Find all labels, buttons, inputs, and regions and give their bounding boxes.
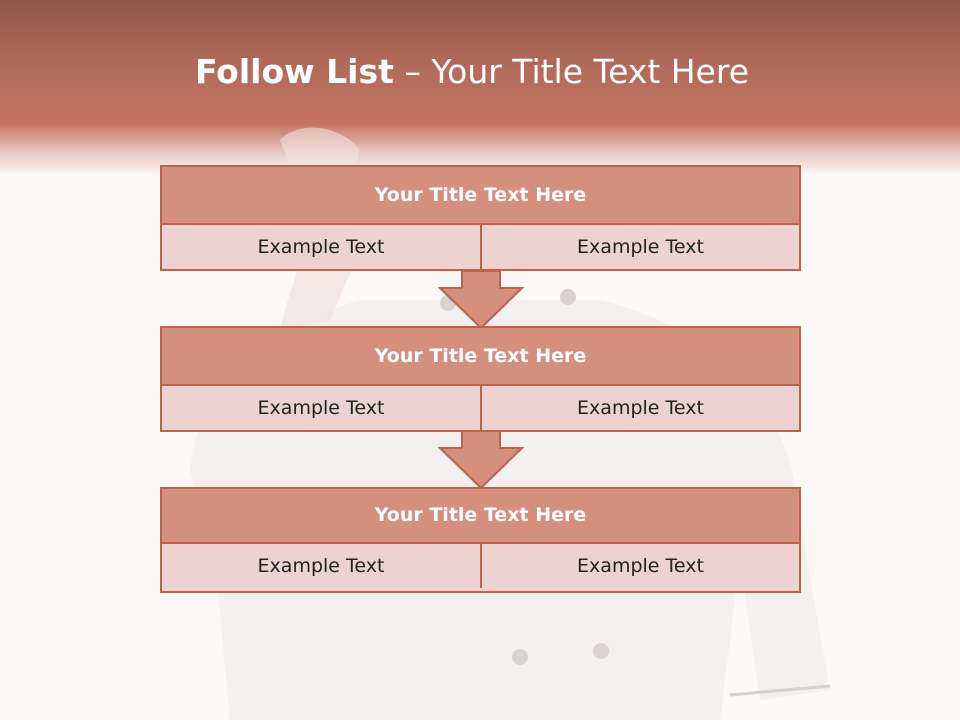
slide-title-rest: – Your Title Text Here [404,52,750,91]
header-band [0,0,960,175]
step-cell-left: Example Text [162,386,482,430]
step-title: Your Title Text Here [162,328,799,386]
down-arrow-icon [438,270,524,330]
step-cell-right: Example Text [577,236,704,258]
step-cell-right: Example Text [577,555,704,577]
step-title: Your Title Text Here [162,167,799,225]
step-cell-left: Example Text [162,225,482,269]
down-arrow-icon [438,430,524,490]
slide-title: Follow List – Your Title Text Here [0,52,944,91]
slide-title-bold: Follow List [194,52,394,91]
step-block-3: Your Title Text Here Example Text Exampl… [160,487,801,593]
step-block-1: Your Title Text Here Example Text Exampl… [160,165,801,271]
step-cell-right: Example Text [577,397,704,419]
step-cell-left: Example Text [162,544,482,588]
step-block-2: Your Title Text Here Example Text Exampl… [160,326,801,432]
step-title: Your Title Text Here [162,489,799,544]
